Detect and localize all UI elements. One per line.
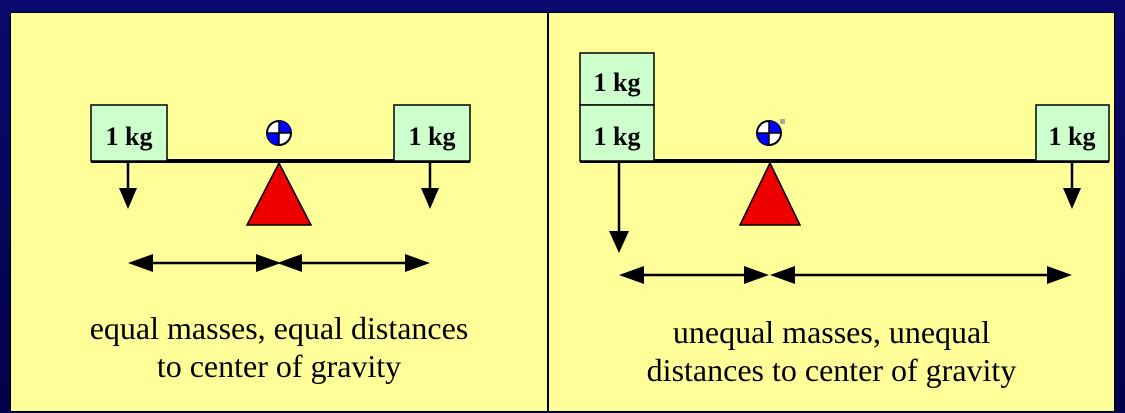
mass-label: 1 kg [106,122,153,151]
equal-balance-caption: equal masses, equal distances to center … [11,309,547,385]
equal-balance-diagram: 1 kg 1 kg [90,104,471,272]
caption-line: unequal masses, unequal [672,314,991,350]
center-of-gravity-icon [266,120,292,146]
mass-label: 1 kg [1049,122,1096,151]
mass-box [579,52,655,106]
left-bottom-mass: 1 kg [579,104,655,162]
left-distance-arrow [128,254,281,272]
right-weight-arrow [421,163,439,209]
center-of-gravity-icon [756,119,785,146]
left-distance-arrow [619,266,769,284]
right-distance-arrow [277,254,430,272]
mass-box [90,104,168,162]
equal-balance-panel: 1 kg 1 kg [10,12,548,412]
caption-line: distances to center of gravity [646,352,1017,388]
left-mass: 1 kg [90,104,168,162]
mass-label: 1 kg [594,68,641,97]
mass-label: 1 kg [409,122,456,151]
caption-line: equal masses, equal distances [89,310,469,346]
fulcrum-triangle [738,161,802,226]
left-top-mass: 1 kg [579,52,655,106]
mass-label: 1 kg [594,122,641,151]
right-mass: 1 kg [1035,104,1110,162]
left-weight-arrow [119,163,137,209]
mass-box [1035,104,1110,162]
mass-box [393,104,471,162]
right-mass: 1 kg [393,104,471,162]
unequal-balance-caption: unequal masses, unequal distances to cen… [549,313,1114,389]
fulcrum-triangle [245,161,313,226]
right-weight-arrow [1063,163,1081,209]
unequal-balance-diagram: 1 kg 1 kg 1 kg [579,52,1110,284]
mass-box [579,104,655,162]
unequal-balance-panel: 1 kg 1 kg 1 kg [548,12,1115,412]
left-weight-arrow [609,163,629,253]
caption-line: to center of gravity [156,348,402,384]
right-distance-arrow [770,266,1072,284]
